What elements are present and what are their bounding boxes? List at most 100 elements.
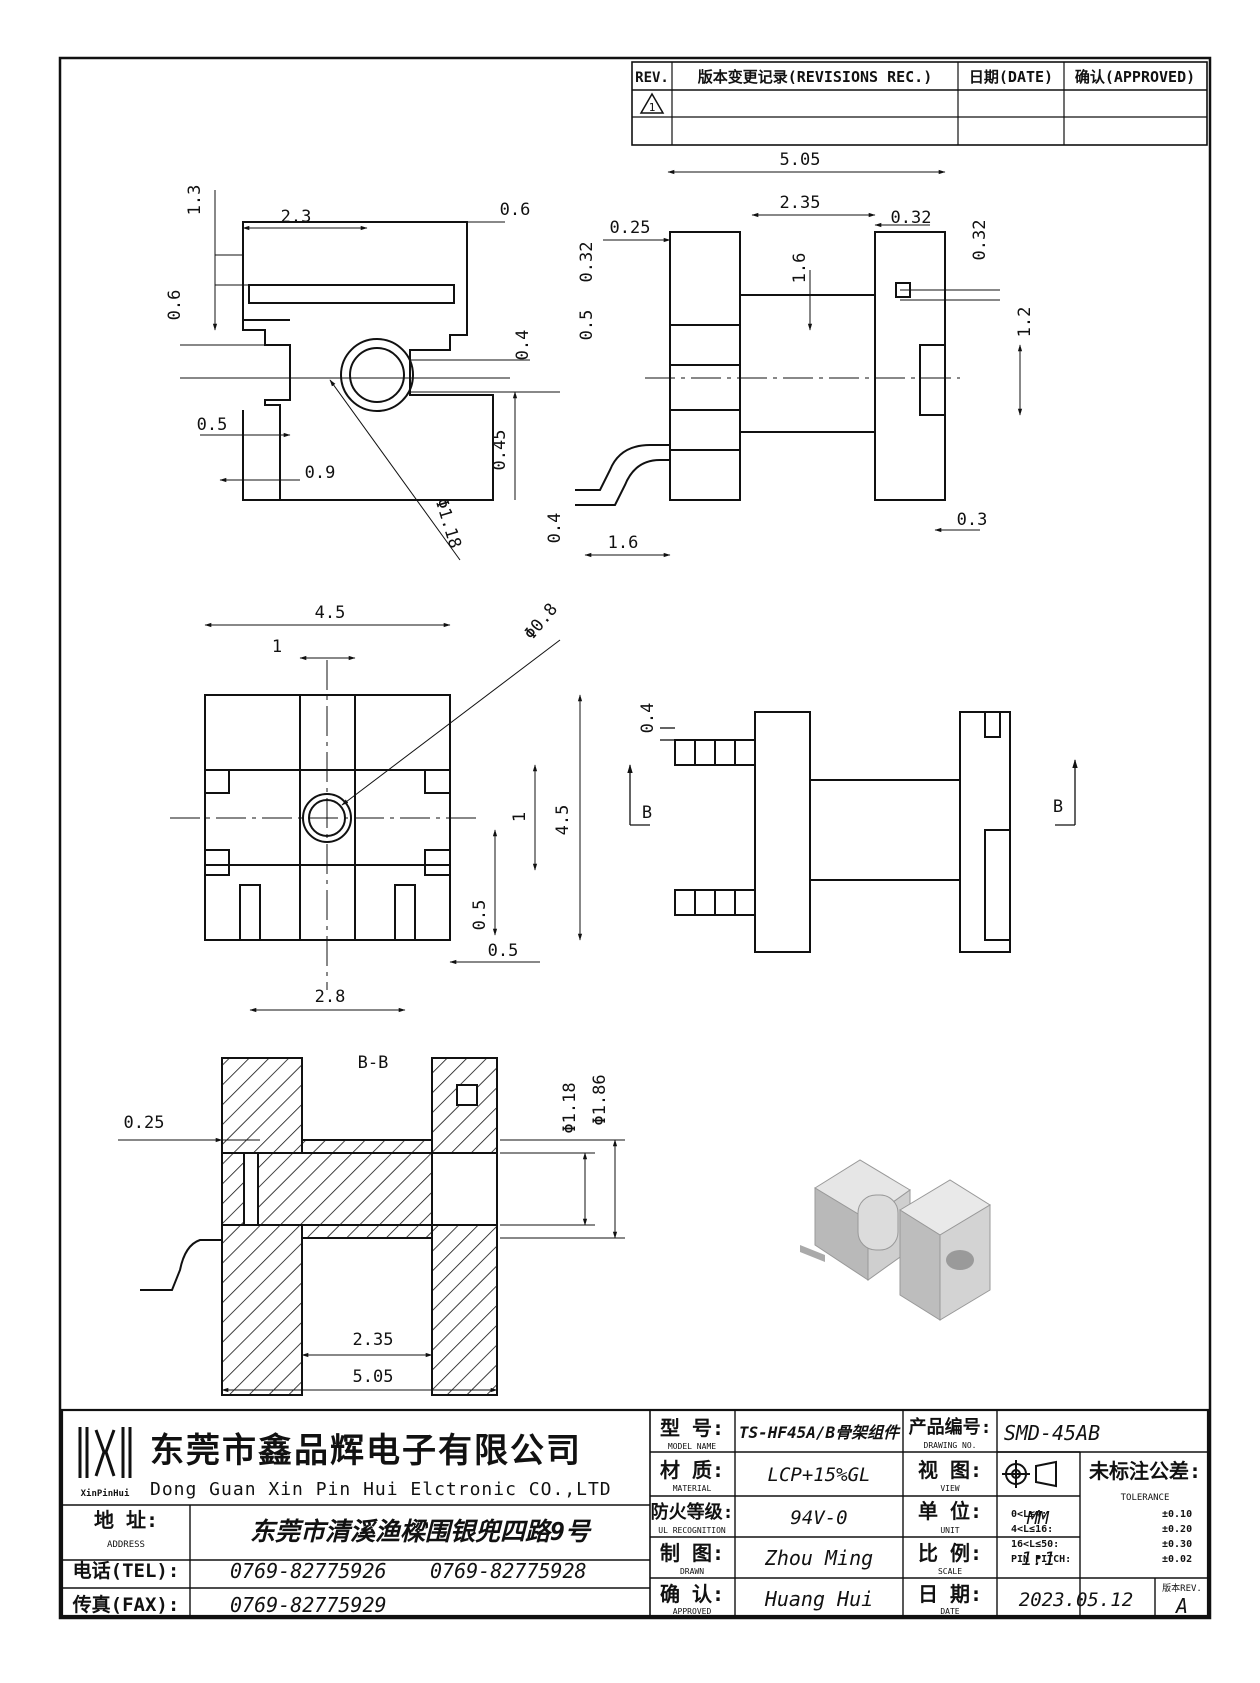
dimension-label: 0.6 xyxy=(165,290,185,321)
dimension-label: 0.32 xyxy=(891,208,932,228)
model-label: 型 号: xyxy=(660,1416,724,1440)
dimension-label: Φ1.18 xyxy=(560,1082,580,1133)
model-label-en: MODEL NAME xyxy=(668,1442,716,1451)
dimension-label: Φ1.18 xyxy=(431,496,465,551)
unit-label-en: UNIT xyxy=(940,1526,959,1535)
sheet-border xyxy=(58,56,1212,1620)
dimension-label: 1 xyxy=(510,812,530,822)
company-logo: XinPinHui xyxy=(78,1427,132,1499)
tolerance-value: ±0.02 xyxy=(1162,1554,1192,1565)
drawing-no-value: SMD-45AB xyxy=(1004,1421,1100,1445)
tolerance-range: 4<L≤16: xyxy=(1011,1524,1053,1535)
fire-label-en: UL RECOGNITION xyxy=(658,1526,726,1535)
dimension-label: 0.4 xyxy=(545,513,565,544)
dimension-label: 0.25 xyxy=(124,1113,165,1133)
dimension-label: 4.5 xyxy=(553,805,573,836)
fire-value: 94V-0 xyxy=(790,1507,847,1529)
bottom-view-dimension-lines xyxy=(627,727,1078,826)
section-view-dimension-lines xyxy=(118,1137,625,1393)
drawn-label: 制 图: xyxy=(660,1541,724,1565)
logo-text: XinPinHui xyxy=(81,1488,130,1499)
tel-1: 0769-82775926 xyxy=(230,1559,387,1583)
dimension-label: 1 xyxy=(272,637,282,657)
rev-value: A xyxy=(1174,1594,1188,1618)
approved-label-en: APPROVED xyxy=(673,1607,712,1616)
view-label-en: VIEW xyxy=(940,1484,959,1493)
tolerance-value: ±0.10 xyxy=(1162,1509,1192,1520)
address-value: 东莞市清溪渔樑围银兜四路9号 xyxy=(250,1517,592,1546)
dimension-label: 0.5 xyxy=(488,941,519,961)
side-view xyxy=(242,221,494,501)
rev-label: 版本REV. xyxy=(1162,1582,1202,1594)
tolerance-label: 未标注公差: xyxy=(1089,1459,1201,1483)
date-label: 日 期: xyxy=(918,1582,982,1606)
dimension-label: 0.3 xyxy=(957,510,988,530)
drawing-no-label-en: DRAWING NO. xyxy=(924,1441,977,1450)
revisions-col-header: 版本变更记录(REVISIONS REC.) xyxy=(698,68,933,86)
rev-marker: 1 xyxy=(649,101,656,114)
top-view-dimension-lines xyxy=(170,622,583,1013)
tolerance-value: ±0.20 xyxy=(1162,1524,1192,1535)
approved-value: Huang Hui xyxy=(764,1587,873,1611)
dimension-label: 2.3 xyxy=(281,207,312,227)
dimension-label: 0.5 xyxy=(470,900,490,931)
tel-2: 0769-82775928 xyxy=(430,1559,587,1583)
material-label-en: MATERIAL xyxy=(673,1484,712,1493)
front-view xyxy=(575,231,946,506)
fax-value: 0769-82775929 xyxy=(230,1593,387,1617)
dimension-label: 1.6 xyxy=(790,253,810,284)
dimension-label: 4.5 xyxy=(315,603,346,623)
dimension-label: 2.8 xyxy=(315,987,346,1007)
bottom-view xyxy=(674,711,1011,953)
dimension-label: 0.4 xyxy=(638,703,658,734)
section-mark-label: B xyxy=(642,803,652,823)
dimension-label: 0.9 xyxy=(305,463,336,483)
title-block-texts: 东莞市鑫品辉电子有限公司 Dong Guan Xin Pin Hui Elctr… xyxy=(62,1416,1202,1618)
approved-col-header: 确认(APPROVED) xyxy=(1075,68,1195,86)
projection-symbol-icon xyxy=(1002,1460,1057,1488)
dimension-label: 1.2 xyxy=(1015,307,1035,338)
dimension-label: Φ1.86 xyxy=(590,1074,610,1125)
address-label: 地 址: xyxy=(94,1508,158,1532)
material-label: 材 质: xyxy=(660,1458,724,1482)
dimension-label: 2.35 xyxy=(353,1330,394,1350)
dimension-label: 0.4 xyxy=(513,330,533,361)
scale-value: 1:1 xyxy=(1021,1548,1055,1570)
product-3d-render xyxy=(800,1159,991,1321)
tel-label: 电话(TEL): xyxy=(73,1559,180,1582)
section-mark-label: B xyxy=(1053,797,1063,817)
company-name-cn: 东莞市鑫品辉电子有限公司 xyxy=(150,1431,582,1471)
section-title: B-B xyxy=(358,1053,389,1073)
dimension-label: 0.5 xyxy=(577,310,597,341)
address-label-en: ADDRESS xyxy=(107,1540,145,1550)
tolerance-value: ±0.30 xyxy=(1162,1539,1192,1550)
dimension-label: 1.6 xyxy=(608,533,639,553)
dimension-label: 0.25 xyxy=(610,218,651,238)
model-value: TS-HF45A/B骨架组件 xyxy=(739,1423,901,1442)
title-block xyxy=(60,1408,1210,1618)
revision-triangle-icon: 1 xyxy=(639,92,665,114)
unit-value: MM xyxy=(1026,1508,1050,1529)
dimension-label: 5.05 xyxy=(353,1367,394,1387)
tolerance-range: 0<L≤4: xyxy=(1011,1509,1047,1520)
company-name-en: Dong Guan Xin Pin Hui Elctronic CO.,LTD xyxy=(150,1479,612,1500)
dimension-label: 0.32 xyxy=(970,220,990,261)
dimension-label: 1.3 xyxy=(185,185,205,216)
drawn-label-en: DRAWN xyxy=(680,1567,704,1576)
fire-label: 防火等级: xyxy=(651,1501,734,1523)
tolerance-range: PIN PITCH: xyxy=(1011,1554,1071,1565)
front-view-dimension-lines xyxy=(584,169,1023,558)
rev-col-header: REV. xyxy=(635,70,669,86)
dimension-label: 0.45 xyxy=(490,430,510,471)
dimension-label: 0.6 xyxy=(500,200,531,220)
fax-label: 传真(FAX): xyxy=(72,1593,180,1616)
revision-table: REV. 版本变更记录(REVISIONS REC.) 日期(DATE) 确认(… xyxy=(631,61,1208,146)
tolerance-range: 16<L≤50: xyxy=(1011,1539,1059,1550)
drawn-value: Zhou Ming xyxy=(764,1546,873,1570)
approved-label: 确 认: xyxy=(660,1582,724,1606)
view-label: 视 图: xyxy=(918,1458,982,1482)
tolerance-table: 0<L≤4: ±0.10 4<L≤16: ±0.20 16<L≤50: ±0.30PIN … xyxy=(1011,1509,1192,1565)
date-label-en: DATE xyxy=(940,1607,959,1616)
